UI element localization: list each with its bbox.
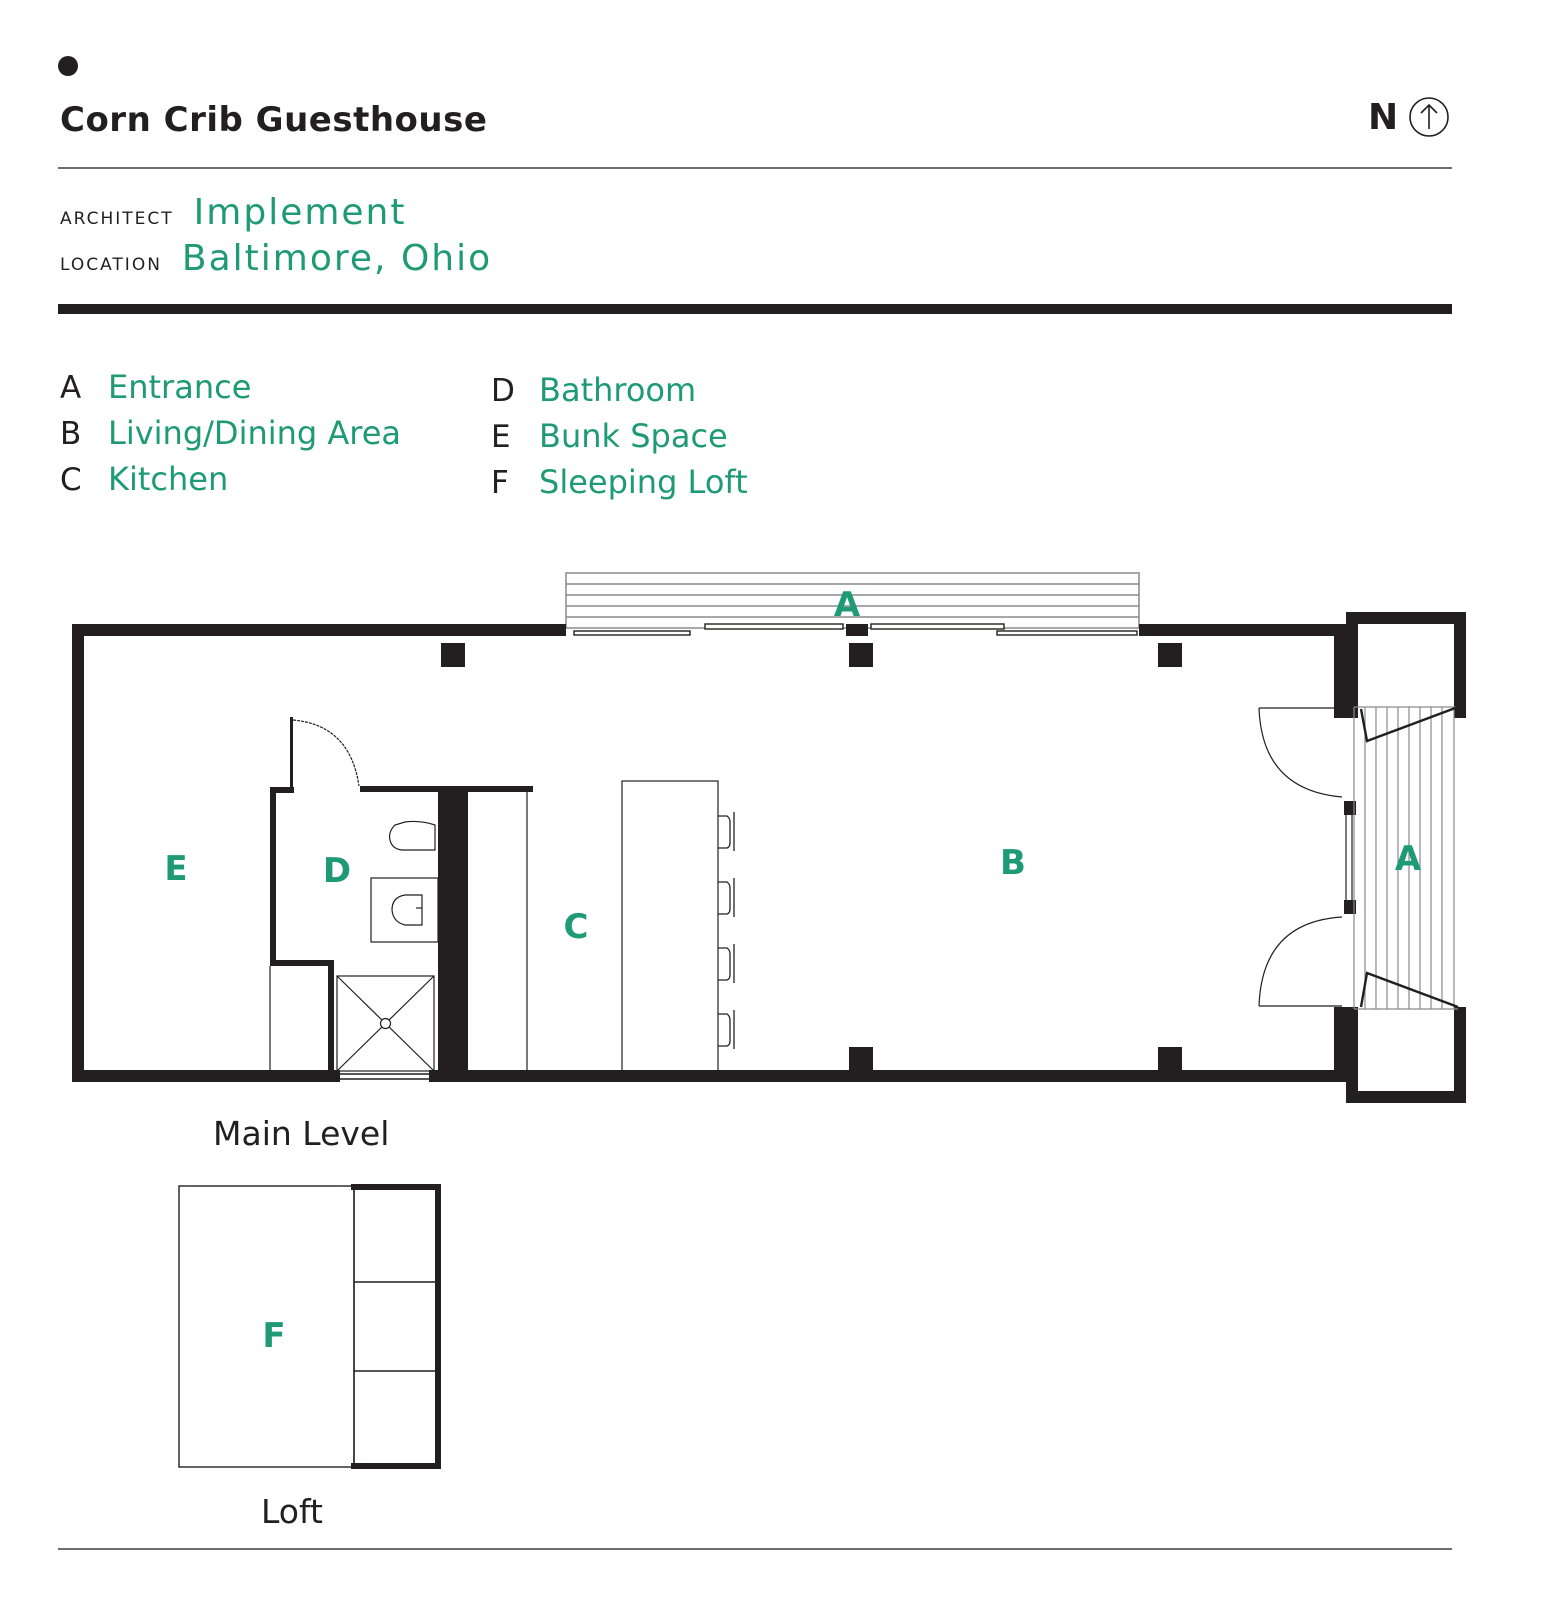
meta-divider (58, 304, 1452, 314)
porch-slats (1353, 706, 1458, 1010)
architect-label: Architect (60, 202, 174, 230)
north-label: N (1368, 96, 1399, 138)
legend-key: A (60, 370, 82, 406)
page-title: Corn Crib Guesthouse (60, 100, 488, 140)
room-label-a-deck: A (834, 585, 861, 625)
legend-column-1: A Entrance B Living/Dining Area C Kitche… (60, 368, 401, 498)
legend-label: Living/Dining Area (108, 414, 402, 452)
architect-value: Implement (193, 192, 407, 233)
location-row: Location Baltimore, Ohio (60, 238, 492, 279)
legend-key: F (491, 465, 509, 501)
room-label-a-porch: A (1395, 839, 1422, 879)
legend-label: Entrance (108, 368, 252, 406)
legend-label: Kitchen (108, 460, 229, 498)
room-label-f: F (262, 1316, 285, 1356)
legend-item: F Sleeping Loft (491, 463, 748, 501)
sliding-doors (573, 623, 1138, 636)
legend-column-2: D Bathroom E Bunk Space F Sleeping Loft (491, 371, 748, 501)
room-label-d: D (323, 851, 351, 891)
north-arrow-icon (1409, 97, 1449, 137)
legend-item: C Kitchen (60, 460, 401, 498)
legend-item: B Living/Dining Area (60, 414, 401, 452)
east-entry-doors (1258, 707, 1353, 1007)
legend-key: E (491, 419, 511, 455)
floor-plan-loft: F (178, 1184, 441, 1469)
architect-row: Architect Implement (60, 192, 407, 233)
bullet-dot (58, 56, 78, 76)
legend-label: Bathroom (539, 371, 697, 409)
room-label-e: E (164, 849, 187, 889)
north-indicator: N (1368, 96, 1450, 138)
legend-item: D Bathroom (491, 371, 748, 409)
loft-caption: Loft (261, 1492, 323, 1531)
legend-label: Bunk Space (539, 417, 728, 455)
legend-key: D (491, 373, 515, 409)
header-divider (58, 167, 1452, 169)
location-label: Location (60, 248, 162, 276)
bar-stools (718, 812, 735, 1049)
legend-key: B (60, 416, 82, 452)
legend-item: E Bunk Space (491, 417, 748, 455)
bathroom-fixtures (269, 719, 719, 1074)
footer-divider (58, 1548, 1452, 1550)
legend-item: A Entrance (60, 368, 401, 406)
bottom-threshold (340, 1073, 429, 1080)
location-value: Baltimore, Ohio (181, 238, 493, 279)
legend-key: C (60, 462, 82, 498)
north-deck (565, 572, 1140, 629)
main-level-caption: Main Level (213, 1114, 390, 1153)
bathroom-walls (270, 717, 533, 1076)
porch-gates (1359, 705, 1459, 1009)
room-label-b: B (1000, 843, 1026, 883)
legend-label: Sleeping Loft (539, 463, 748, 501)
room-label-c: C (564, 907, 589, 947)
exterior-walls (72, 612, 1466, 1103)
